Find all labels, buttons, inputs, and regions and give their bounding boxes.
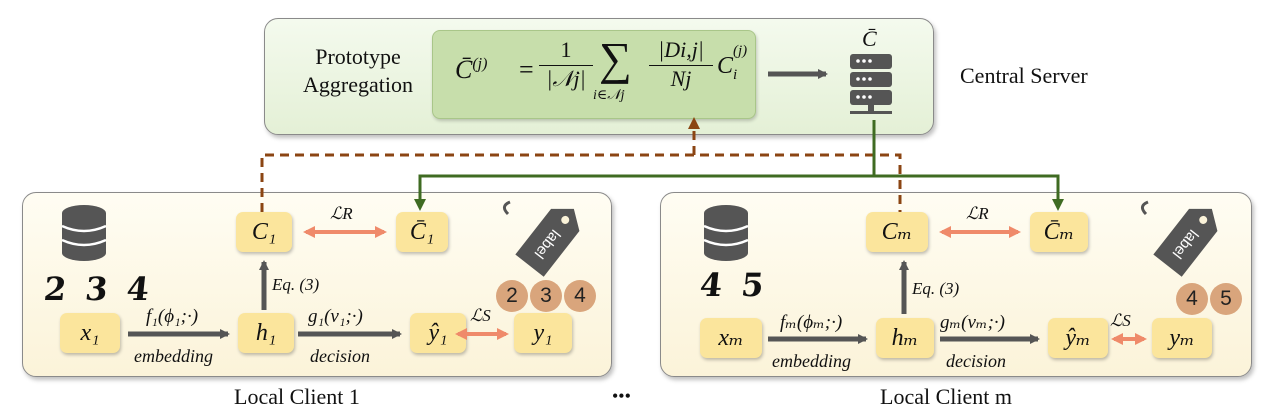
client1-regularization-loss-label: ℒR (330, 204, 353, 223)
formula-sum-sub: i∈𝒩j (593, 88, 625, 103)
prototype-aggregation-label: Prototype Aggregation (303, 44, 413, 97)
clientm-label-node: yₘ (1152, 318, 1212, 358)
clientm-decision-function-label: gₘ(vₘ;·) (940, 312, 1005, 333)
formula-lhs: C̄(j) (455, 55, 488, 84)
clientm-eq-label: Eq. (3) (912, 279, 960, 298)
clientm-local-prototype-node: Cₘ (866, 212, 928, 252)
ellipsis: ••• (612, 386, 631, 406)
clientm-embedding-caption: embedding (772, 351, 851, 371)
client1-decision-caption: decision (310, 346, 370, 366)
clientm-global-prototype-node: C̄ₘ (1030, 212, 1088, 252)
clientm-embedding-node: hₘ (876, 318, 934, 358)
formula-frac1: 1 |𝒩j| (539, 37, 593, 92)
clientm-supervised-loss-label: ℒS (1110, 311, 1131, 330)
server-prototype-label: C̄ (862, 26, 877, 51)
clientm-prediction-node: ŷₘ (1048, 318, 1108, 358)
client1-class-badge: 2 (496, 280, 528, 312)
client1-decision-function-label: g₁(v₁;·) (308, 306, 363, 327)
client1-eq-label: Eq. (3) (272, 275, 320, 294)
aggregation-formula: C̄(j) = 1 |𝒩j| ∑ i∈𝒩j |Di,j| Nj C (j) i (432, 30, 756, 119)
client1-embedding-caption: embedding (134, 346, 213, 366)
client1-local-prototype-node: C₁ (236, 212, 292, 252)
client1-class-badge: 3 (530, 280, 562, 312)
formula-frac2: |Di,j| Nj (649, 37, 713, 92)
formula-term: C (j) i (717, 43, 748, 83)
local-client-1-caption: Local Client 1 (234, 384, 360, 409)
client1-embedding-function-label: f₁(ϕ₁;·) (146, 306, 199, 327)
formula-sum: ∑ (599, 33, 632, 84)
client1-global-prototype-node: C̄₁ (396, 212, 448, 252)
clientm-class-badge: 4 (1176, 283, 1208, 315)
central-server-label: Central Server (960, 63, 1088, 88)
client1-input-node: x₁ (60, 313, 120, 353)
formula-equals: = (519, 55, 534, 84)
clientm-embedding-function-label: fₘ(ϕₘ;·) (780, 312, 843, 333)
client1-supervised-loss-label: ℒS (470, 306, 491, 325)
client1-class-badge: 4 (564, 280, 596, 312)
clientm-decision-caption: decision (946, 351, 1006, 371)
clientm-regularization-loss-label: ℒR (966, 204, 989, 223)
clientm-class-badge: 5 (1210, 283, 1242, 315)
local-client-m-caption: Local Client m (880, 384, 1012, 409)
client1-label-node: y₁ (514, 313, 572, 353)
client1-embedding-node: h₁ (238, 313, 294, 353)
clientm-input-node: xₘ (700, 318, 762, 358)
